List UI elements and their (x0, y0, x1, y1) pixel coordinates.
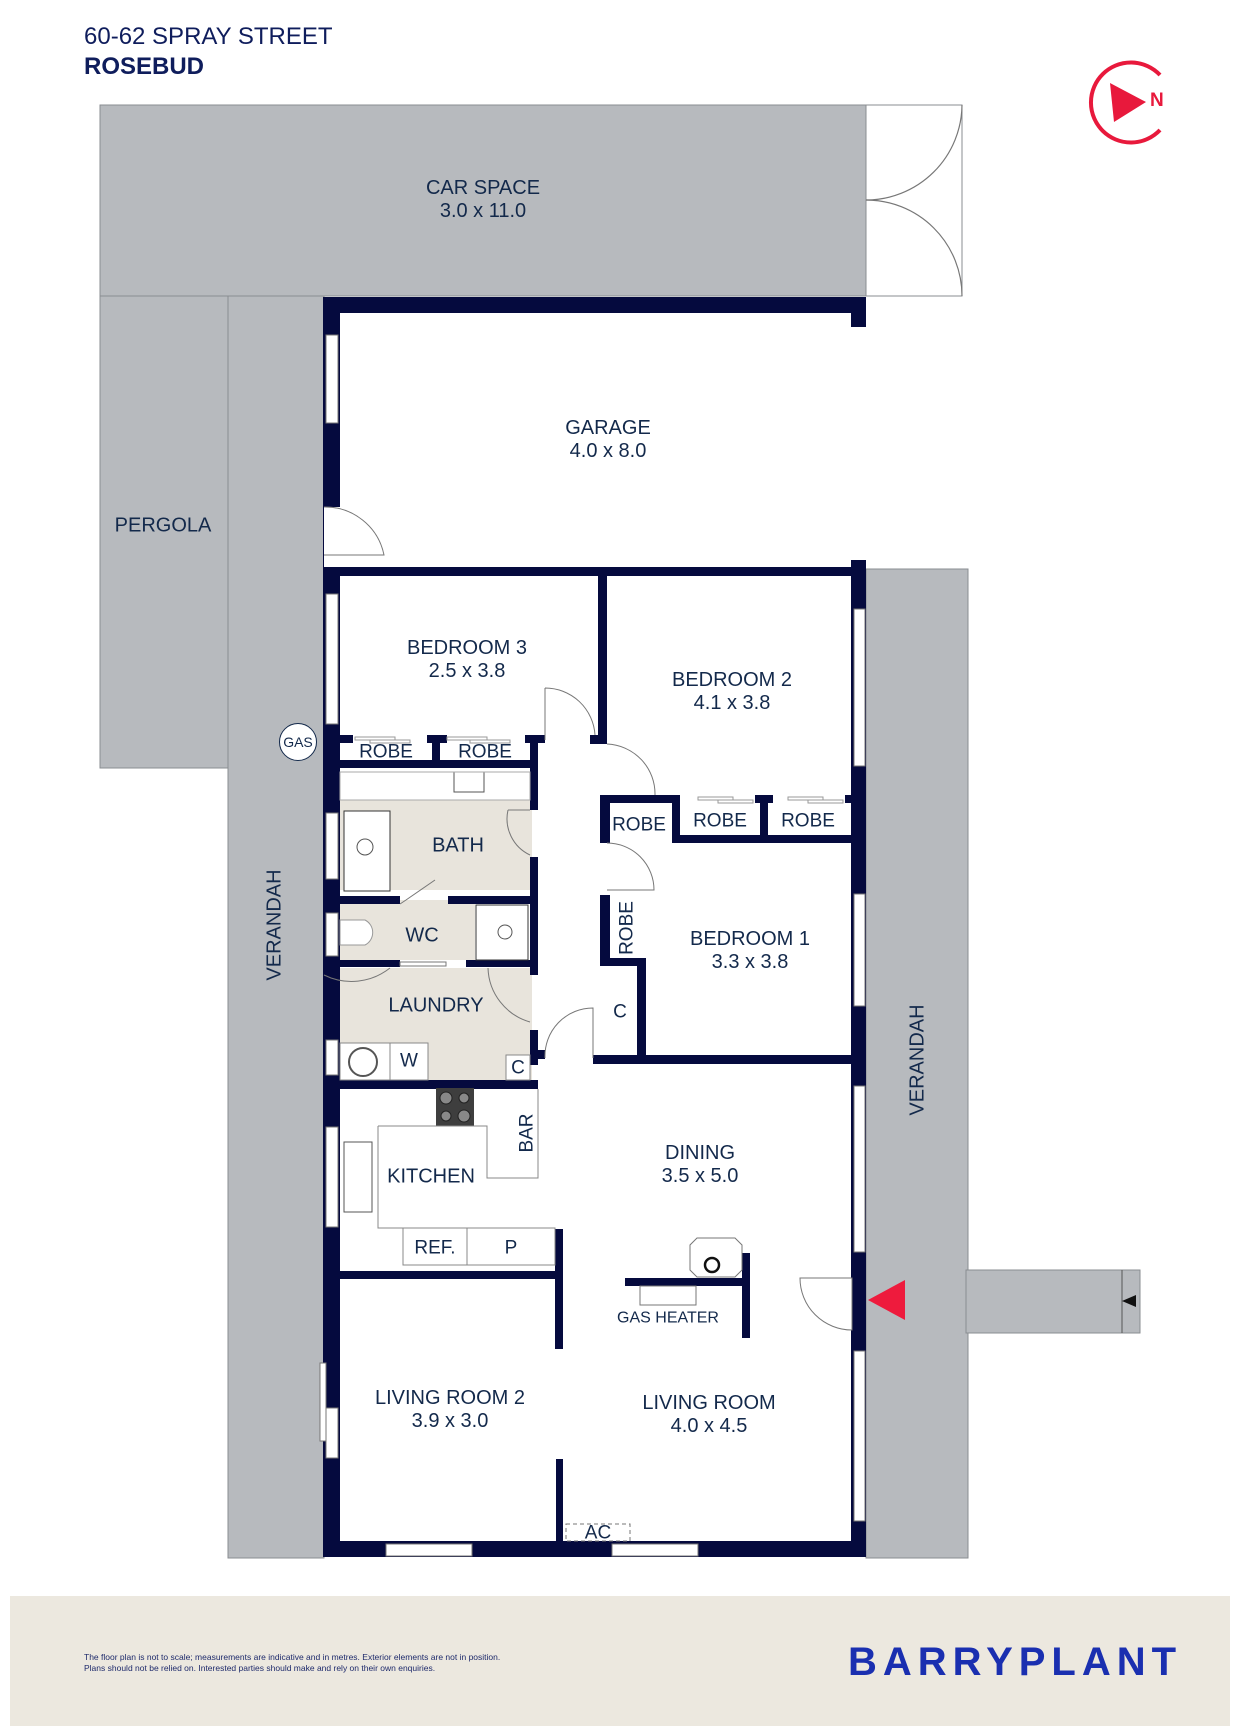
robe-bedroom1-a: ROBE (693, 810, 747, 832)
cupboard-hall: C (613, 1001, 627, 1023)
robe-hall: ROBE (612, 814, 666, 836)
cupboard-laundry: C (511, 1057, 525, 1079)
entry-arrow-icon (868, 1280, 905, 1320)
gas-meter-icon: GAS (279, 723, 317, 761)
north-compass-icon (1089, 60, 1162, 145)
property-suburb: ROSEBUD (84, 53, 205, 80)
room-wc: WC (405, 924, 439, 947)
fridge-space: REF. (414, 1237, 456, 1259)
room-laundry: LAUNDRY (388, 994, 484, 1017)
gate-arrow-icon (1122, 1295, 1136, 1307)
air-conditioner: AC (584, 1522, 612, 1544)
room-verandah-left: VERANDAH (263, 869, 286, 981)
footer-band (10, 1596, 1230, 1726)
washer: W (400, 1050, 418, 1072)
brand-wordmark: BARRYPLANT (848, 1640, 1183, 1684)
room-bath: BATH (432, 834, 484, 857)
robe-bedroom1-b: ROBE (781, 810, 835, 832)
kitchen-bar: BAR (516, 1113, 538, 1153)
room-verandah-right: VERANDAH (906, 1004, 929, 1116)
room-pergola: PERGOLA (114, 514, 212, 537)
gas-heater: GAS HEATER (617, 1309, 719, 1327)
robe-bedroom3-a: ROBE (359, 741, 413, 763)
pantry: P (504, 1237, 518, 1259)
disclaimer: The floor plan is not to scale; measurem… (84, 1652, 501, 1673)
room-kitchen: KITCHEN (387, 1165, 475, 1188)
property-address: 60-62 SPRAY STREET (84, 23, 333, 50)
verandah-left-area (227, 295, 325, 1559)
compass-north-label: N (1150, 90, 1164, 111)
robe-bedroom1-c: ROBE (616, 901, 638, 955)
front-path-area (965, 1269, 1141, 1334)
verandah-right-area (865, 568, 969, 1559)
car-space-area (99, 104, 867, 297)
robe-bedroom3-b: ROBE (458, 741, 512, 763)
